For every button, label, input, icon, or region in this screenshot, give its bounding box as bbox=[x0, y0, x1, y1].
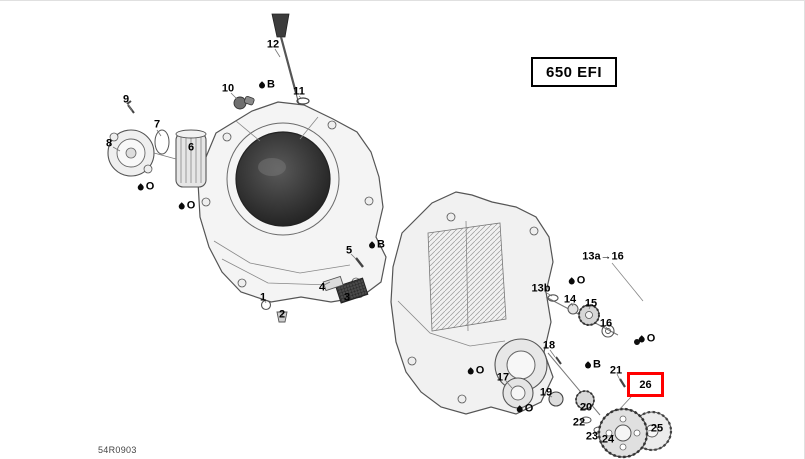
fluid-drop-icon bbox=[177, 201, 186, 211]
filter-gasket bbox=[154, 129, 170, 155]
part-label-10[interactable]: 10 bbox=[221, 82, 235, 95]
spec-letter: B bbox=[377, 238, 385, 251]
part-label-5[interactable]: 5 bbox=[345, 244, 353, 257]
spec-letter: O bbox=[576, 274, 586, 287]
plate-4 bbox=[322, 275, 344, 292]
spec-mark-o: O bbox=[637, 332, 656, 345]
part-label-14[interactable]: 14 bbox=[563, 293, 577, 306]
fluid-drop-icon bbox=[515, 404, 524, 414]
part-label-7[interactable]: 7 bbox=[153, 118, 161, 131]
spec-mark-o: O bbox=[515, 402, 534, 415]
fluid-drop-icon bbox=[367, 240, 377, 250]
washer-1 bbox=[260, 299, 272, 311]
fluid-drop-icon bbox=[136, 182, 145, 192]
part-label-25[interactable]: 25 bbox=[650, 422, 664, 435]
part-label-15[interactable]: 15 bbox=[584, 297, 598, 310]
left-crankcase bbox=[197, 101, 387, 303]
part-label-9[interactable]: 9 bbox=[122, 93, 130, 106]
spec-mark-b: B bbox=[583, 358, 601, 371]
bolt-5 bbox=[355, 257, 364, 268]
model-badge: 650 EFI bbox=[531, 57, 617, 87]
part-label-21[interactable]: 21 bbox=[609, 364, 623, 377]
dipstick bbox=[271, 13, 300, 106]
part-label-24[interactable]: 24 bbox=[601, 433, 615, 446]
spec-letter: B bbox=[593, 358, 601, 371]
spec-mark-o: O bbox=[177, 199, 196, 212]
fluid-drop-icon bbox=[583, 360, 593, 370]
part-label-2[interactable]: 2 bbox=[278, 308, 286, 321]
part-label-11[interactable]: 11 bbox=[293, 85, 305, 98]
spec-mark-o: O bbox=[136, 180, 155, 193]
part-label-19[interactable]: 19 bbox=[539, 386, 553, 399]
fluid-drop-icon bbox=[257, 80, 267, 90]
fluid-drop-icon bbox=[466, 366, 475, 376]
spec-mark-o: O bbox=[567, 274, 586, 287]
part-label-8[interactable]: 8 bbox=[105, 137, 113, 150]
part-label-17[interactable]: 17 bbox=[496, 371, 510, 384]
part-label-18[interactable]: 18 bbox=[542, 339, 556, 352]
oil-strainer bbox=[335, 277, 369, 304]
pump-gear-cluster bbox=[502, 352, 673, 459]
spec-mark-o: O bbox=[466, 364, 485, 377]
oil-filter bbox=[175, 129, 207, 188]
highlighted-part-26[interactable]: 26 bbox=[627, 372, 664, 397]
spec-letter: B bbox=[267, 78, 275, 91]
part-label-23[interactable]: 23 bbox=[585, 430, 599, 443]
part-label-20[interactable]: 20 bbox=[579, 401, 593, 414]
spec-letter: O bbox=[145, 180, 155, 193]
part-label-12[interactable]: 12 bbox=[266, 38, 280, 51]
model-badge-label: 650 EFI bbox=[545, 63, 603, 81]
diagram-code: 54R0903 bbox=[98, 445, 137, 455]
fluid-drop-icon bbox=[637, 334, 646, 344]
part-label-4[interactable]: 4 bbox=[318, 281, 326, 294]
drain-plug-2 bbox=[276, 311, 288, 323]
part-label-13b[interactable]: 13b bbox=[531, 282, 551, 295]
spec-mark-b: B bbox=[257, 78, 275, 91]
part-label-6[interactable]: 6 bbox=[187, 141, 195, 154]
o-ring-11 bbox=[296, 97, 310, 105]
spec-letter: O bbox=[475, 364, 485, 377]
part-label-3[interactable]: 3 bbox=[343, 291, 351, 304]
part-label-26[interactable]: 26 bbox=[639, 378, 652, 391]
sensor-10 bbox=[233, 95, 255, 110]
spec-letter: O bbox=[524, 402, 534, 415]
spec-letter: O bbox=[646, 332, 656, 345]
spec-mark-b: B bbox=[367, 238, 385, 251]
leader-lines bbox=[112, 48, 654, 439]
part-label-1[interactable]: 1 bbox=[259, 291, 267, 304]
shaft-group bbox=[545, 262, 644, 345]
spec-letter: O bbox=[186, 199, 196, 212]
part-label-22[interactable]: 22 bbox=[572, 416, 586, 429]
part-label-13a→16[interactable]: 13a→16 bbox=[582, 250, 624, 263]
part-label-16[interactable]: 16 bbox=[599, 317, 613, 330]
fluid-drop-icon bbox=[567, 276, 576, 286]
oil-pump-cover bbox=[107, 129, 155, 177]
